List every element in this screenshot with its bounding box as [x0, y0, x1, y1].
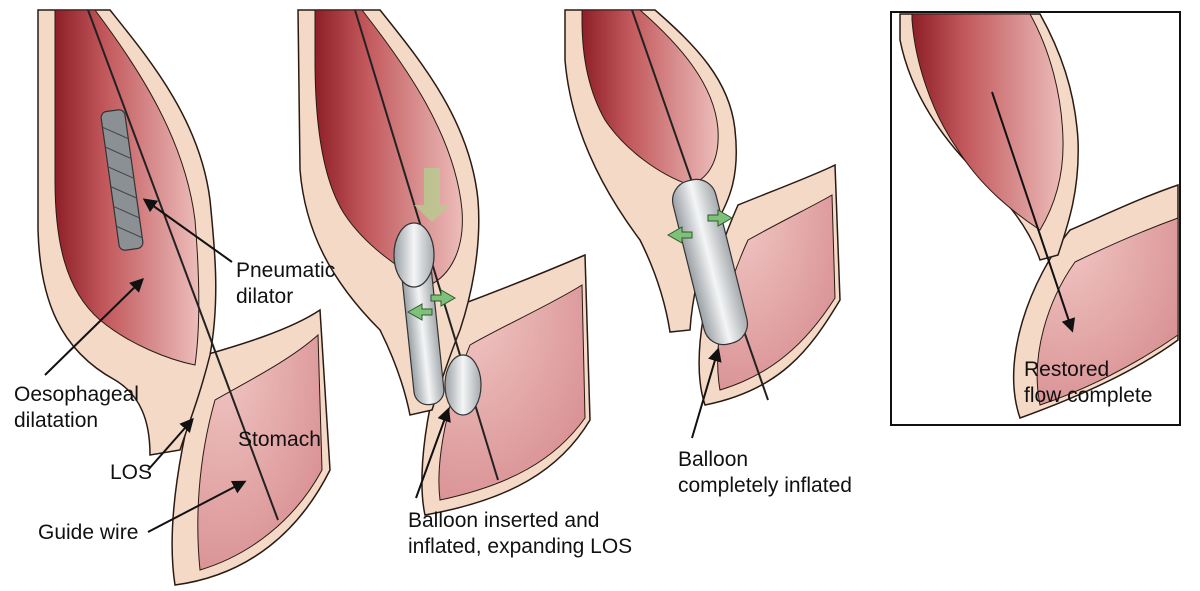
label-balloon-inflated-line-1: Balloon: [678, 448, 749, 471]
stomach-lumen: [197, 333, 323, 571]
expansion-arrows: [406, 289, 457, 321]
label-balloon-inserted-line-1: Balloon inserted and: [408, 509, 600, 532]
label-pneumatic-line-2: dilator: [236, 285, 294, 308]
expansion-arrows: [666, 209, 734, 244]
label-restored-line-1: Restored: [1024, 358, 1110, 381]
flow-arrow: [991, 91, 1076, 333]
panel-2: [297, 9, 591, 516]
arrow-balloon-inflated: [691, 347, 722, 439]
label-stomach-text: Stomach: [238, 428, 321, 451]
label-restored-flow: Restored flow complete: [1024, 357, 1152, 409]
balloon-upper-bulge: [393, 222, 435, 288]
label-balloon-inserted-line-2: inflated, expanding LOS: [408, 535, 633, 558]
panel-3: [564, 9, 841, 439]
arrow-pneumatic-dilator: [142, 198, 233, 263]
arrow-oesophageal-dilatation: [44, 278, 145, 376]
label-pneumatic-dilator: Pneumatic dilator: [236, 258, 335, 310]
label-guide-wire: Guide wire: [38, 520, 138, 546]
label-oesophageal-line-2: dilatation: [14, 409, 99, 432]
label-oesophageal-line-1: Oesophageal: [14, 383, 139, 406]
panel-1: [37, 9, 331, 586]
arrow-guide-wire: [147, 480, 247, 533]
oesophagus-lumen: [911, 13, 1064, 231]
label-balloon-inflated: Balloon completely inflated: [678, 447, 852, 499]
arrow-los: [147, 417, 194, 471]
downward-motion-arrow: [414, 168, 450, 222]
label-stomach: Stomach: [238, 427, 321, 453]
stomach-lumen: [1036, 217, 1179, 406]
guide-wire: [87, 9, 279, 521]
balloon-lower-bulge: [444, 354, 482, 416]
label-guide-wire-text: Guide wire: [38, 521, 139, 544]
panel-4: [890, 11, 1181, 426]
balloon-inflated: [671, 178, 749, 346]
stomach-lumen: [438, 284, 586, 501]
arrow-balloon-inserted: [415, 407, 451, 499]
label-pneumatic-line-1: Pneumatic: [236, 259, 336, 282]
label-oesophageal-dilatation: Oesophageal dilatation: [14, 382, 139, 434]
label-balloon-inserted: Balloon inserted and inflated, expanding…: [408, 508, 632, 560]
label-los: LOS: [110, 460, 152, 486]
label-restored-line-2: flow complete: [1024, 384, 1153, 407]
label-balloon-inflated-line-2: completely inflated: [678, 474, 852, 497]
label-los-text: LOS: [110, 461, 153, 484]
